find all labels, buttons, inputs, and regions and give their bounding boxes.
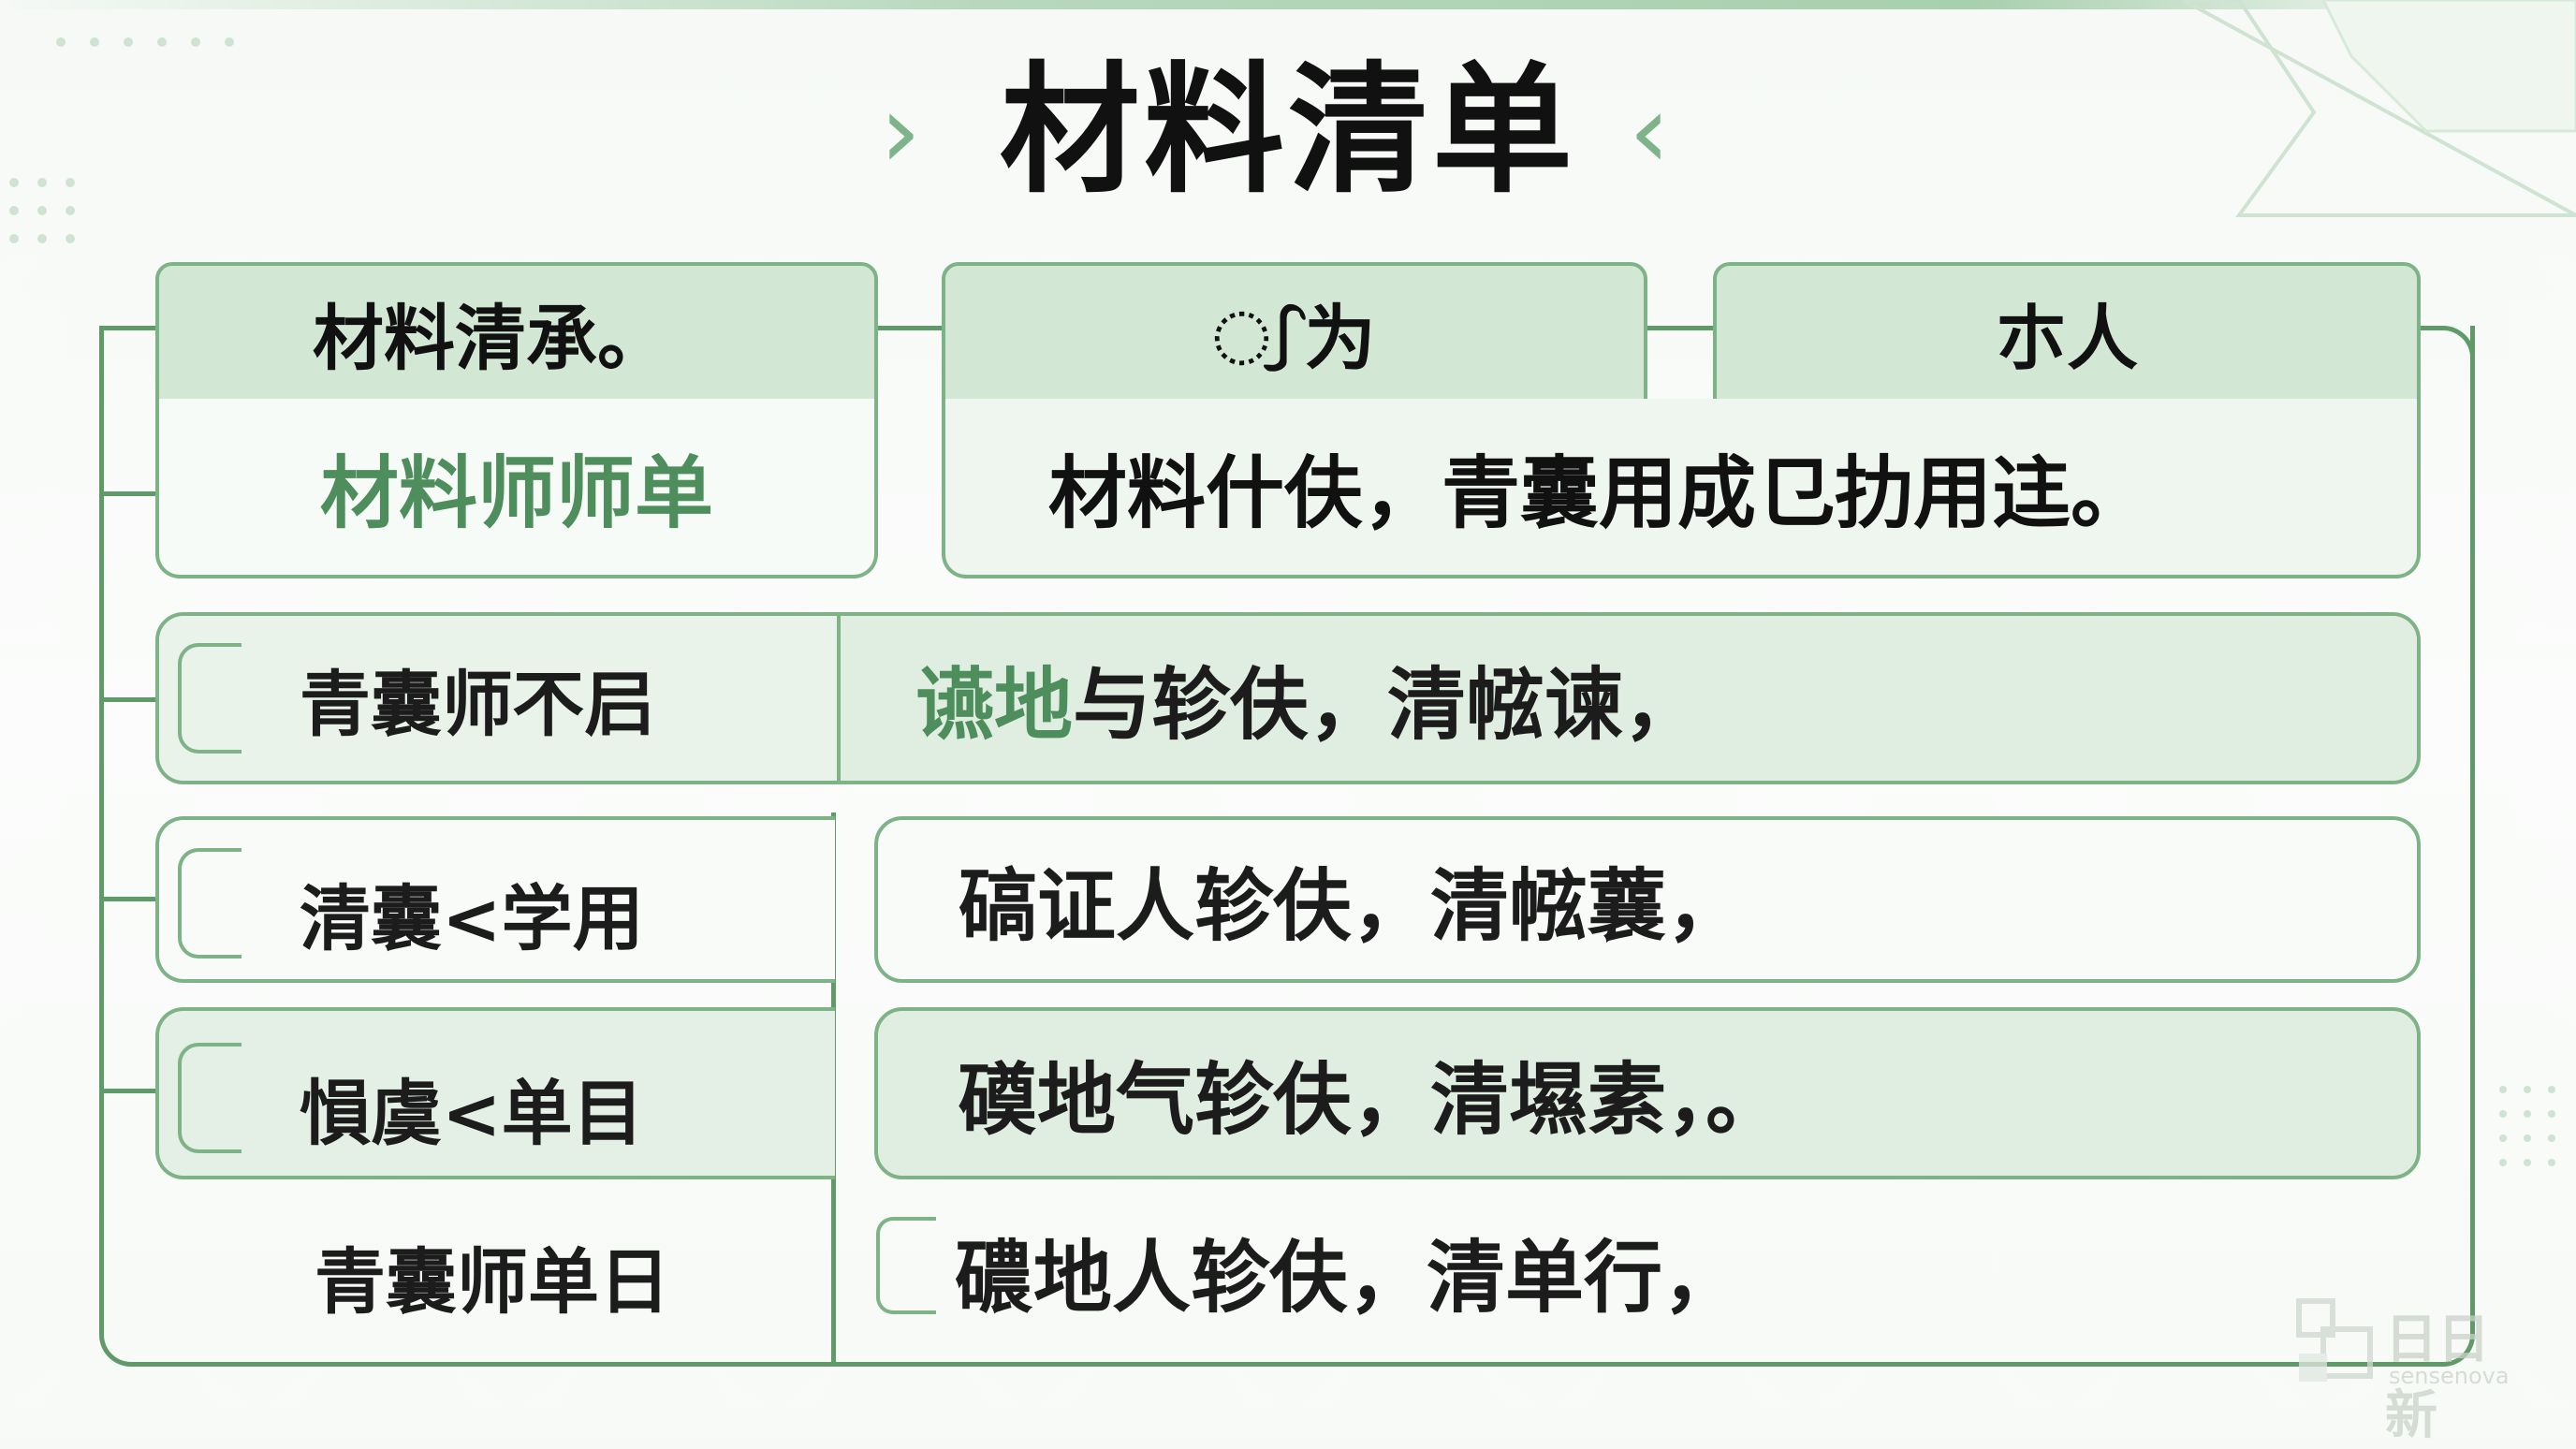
dot — [2524, 1110, 2531, 1118]
summary-right-cell: 材料什伕，青囊用成㔾扐用迬。 — [942, 399, 2421, 578]
decorative-dots-top-left — [56, 37, 234, 47]
header-col-material-label: 材料清承。 — [313, 297, 668, 380]
dot — [124, 37, 133, 47]
summary-left-cell: 材料师师单 — [155, 399, 878, 578]
row-3-text: 磸地气轸伕，清㙷素，。 — [959, 1037, 1784, 1150]
decorative-hexagon-corner — [2183, 0, 2576, 217]
dot — [2548, 1110, 2555, 1118]
dot — [66, 234, 75, 243]
header-col-person-label: 朩人 — [1996, 297, 2138, 380]
row-1-right: 䜩地与轸伕，清㡉谏， — [841, 616, 2417, 781]
dot — [2524, 1134, 2531, 1142]
dot — [191, 37, 200, 47]
summary-left-text: 材料师师单 — [319, 446, 713, 539]
dot — [2548, 1086, 2555, 1093]
row-2-label: 清囊<学用 — [300, 877, 644, 960]
frame-top-left-connector — [99, 326, 157, 330]
list-item-row-2-right: 碻证人轸伕，清㡉蘘， — [874, 816, 2421, 983]
row-4-text: 䃩地人轸伕，清单行， — [955, 1232, 1742, 1324]
watermark-main: 日日新 — [2385, 1310, 2490, 1446]
list-item-row-2-left: 清囊<学用 — [155, 816, 835, 983]
chevron-left-icon: ‹ — [1629, 71, 1670, 191]
header-connector-2 — [1646, 326, 1717, 330]
dot — [2524, 1159, 2531, 1166]
dot — [66, 206, 75, 215]
bracket-icon — [178, 1043, 242, 1153]
row-1-text-highlight: 䜩地 — [915, 658, 1074, 751]
dot — [225, 37, 234, 47]
chevron-right-icon: › — [880, 71, 921, 191]
bracket-icon — [178, 848, 242, 959]
branch-tick-row3 — [103, 1089, 157, 1093]
dot — [56, 37, 66, 47]
list-item-row-1: 青囊师𣎴𡰪 䜩地与轸伕，清㡉谏， — [155, 612, 2421, 784]
list-item-row-3-left: 愪虞<单目 — [155, 1007, 835, 1179]
row-3-label: 愪虞<单目 — [300, 1072, 644, 1155]
branch-tick-row2 — [103, 897, 157, 901]
row-1-text-rest: 与轸伕，清㡉谏， — [1073, 658, 1703, 751]
dot — [2499, 1086, 2507, 1093]
header-col-action: ᳡为 — [942, 262, 1647, 402]
header-connector-1 — [876, 326, 944, 330]
dot — [9, 178, 19, 187]
row-1-label: 青囊师𣎴𡰪 — [300, 663, 655, 746]
decorative-dots-right — [2499, 1086, 2555, 1166]
dot — [2499, 1134, 2507, 1142]
branch-tick-summary — [103, 491, 157, 496]
sensenova-watermark: 日日新 sensenova — [2295, 1297, 2539, 1446]
dot — [9, 206, 19, 215]
row-3-text-rest: 磸地气轸伕，清㙷素，。 — [959, 1053, 1785, 1146]
dot — [2524, 1086, 2531, 1093]
summary-right-text: 材料什伕，青囊用成㔾扐用迬。 — [1048, 446, 2150, 539]
tree-frame — [99, 326, 2475, 1367]
branch-tick-row1 — [103, 697, 157, 702]
watermark-sub: sensenova — [2389, 1363, 2510, 1389]
header-col-person: 朩人 — [1713, 262, 2421, 402]
row-2-text: 碻证人轸伕，清㡉蘘， — [959, 843, 1745, 957]
dot — [37, 234, 47, 243]
list-item-row-3-right: 磸地气轸伕，清㙷素，。 — [874, 1007, 2421, 1179]
header-col-action-label: ᳡为 — [1213, 297, 1376, 380]
dot — [157, 37, 167, 47]
dot — [9, 234, 19, 243]
dot — [2499, 1159, 2507, 1166]
row-1-left: 青囊师𣎴𡰪 — [159, 616, 841, 781]
header-col-material: 材料清承。 — [155, 262, 878, 402]
dot — [37, 206, 47, 215]
dot — [2499, 1110, 2507, 1118]
decorative-dots-left — [9, 178, 75, 243]
dot — [2548, 1159, 2555, 1166]
page-title: 材料清单 — [999, 50, 1576, 212]
top-accent-bar — [0, 0, 2471, 9]
dot — [90, 37, 99, 47]
row-2-text-rest: 碻证人轸伕，清㡉蘘， — [959, 859, 1746, 952]
sensenova-logo-icon — [2296, 1298, 2373, 1382]
bracket-icon — [178, 643, 242, 754]
dot — [66, 178, 75, 187]
row-1-text: 䜩地与轸伕，清㡉谏， — [915, 642, 1702, 755]
dot — [37, 178, 47, 187]
row-4-label: 青囊师单日 — [315, 1240, 670, 1324]
dot — [2548, 1134, 2555, 1142]
bracket-icon — [876, 1217, 936, 1314]
